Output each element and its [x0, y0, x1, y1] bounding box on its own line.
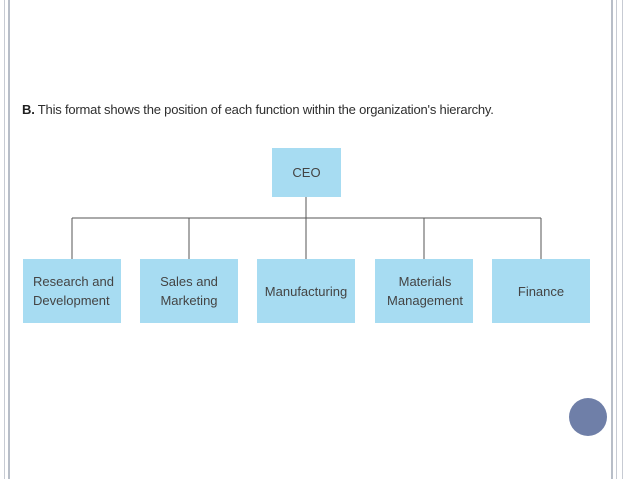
ceo-label: CEO — [292, 165, 321, 180]
finance-box: Finance — [492, 259, 590, 323]
left-frame-line — [8, 0, 10, 479]
right-frame-line — [616, 0, 617, 479]
slide-navigation-dot[interactable] — [569, 398, 607, 436]
manufacturing-label: Manufacturing — [264, 283, 348, 299]
left-frame-line — [4, 0, 5, 479]
research-development-box: Research and Development — [23, 259, 121, 323]
right-frame-line — [622, 0, 623, 479]
materials-management-label: Materials Management — [387, 274, 463, 308]
figure-caption: B. This format shows the position of eac… — [22, 100, 592, 120]
materials-management-box: Materials Management — [375, 259, 473, 323]
caption-letter: B. — [22, 102, 35, 117]
manufacturing-box: Manufacturing — [257, 259, 355, 323]
sales-marketing-box: Sales and Marketing — [140, 259, 238, 323]
sales-marketing-label: Sales and Marketing — [160, 274, 218, 308]
finance-label: Finance — [517, 283, 565, 299]
ceo-box: CEO — [272, 148, 341, 197]
research-development-label: Research and Development — [33, 274, 114, 308]
caption-text: This format shows the position of each f… — [37, 102, 494, 117]
right-frame-line — [611, 0, 613, 479]
